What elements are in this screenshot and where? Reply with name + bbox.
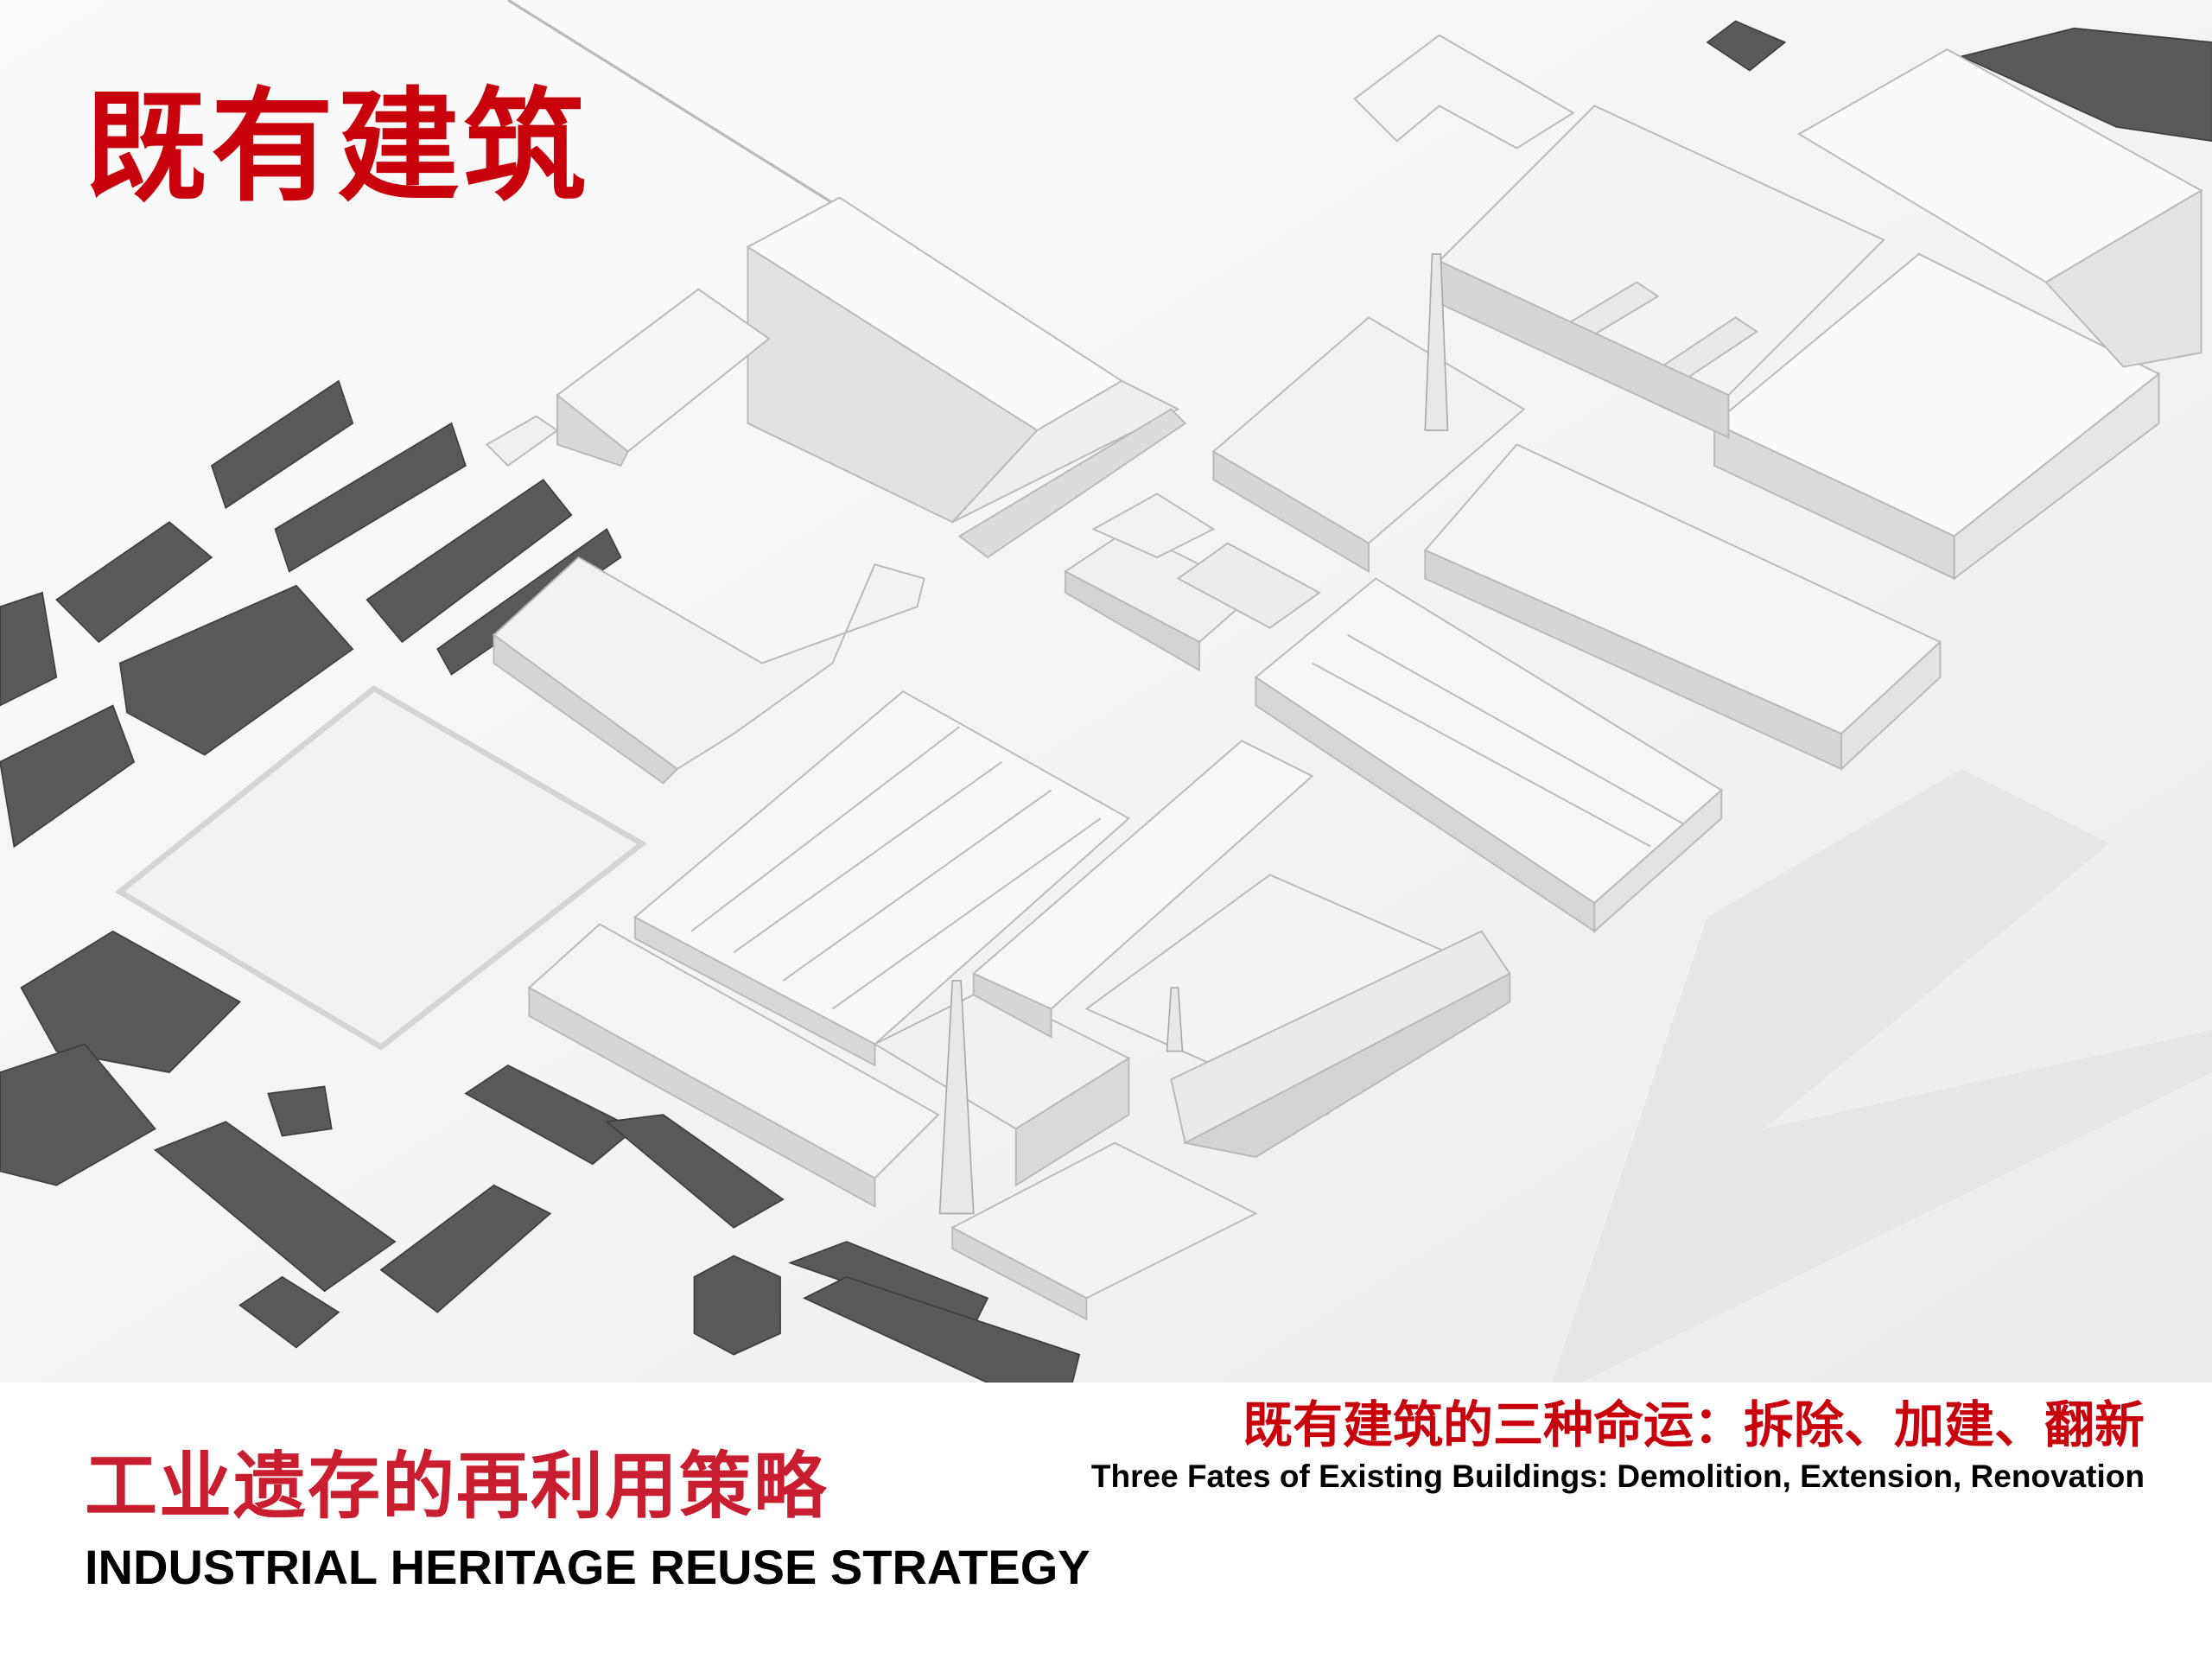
twin-halls-east	[1423, 443, 1942, 772]
workshop-block-north	[1437, 105, 1885, 439]
chimney	[938, 980, 975, 1215]
small-sheds-south	[950, 1141, 1258, 1321]
context-block	[693, 1255, 781, 1356]
warehouse-north	[746, 196, 1187, 559]
page-title: 既有建筑	[85, 76, 589, 219]
factory-buildings	[485, 34, 2203, 1321]
courtyard-building	[493, 556, 925, 785]
strategy-title-english: INDUSTRIAL HERITAGE REUSE STRATEGY	[85, 1540, 1090, 1594]
context-block	[20, 930, 241, 1073]
strategy-title-chinese: 工业遗存的再利用策略	[85, 1444, 829, 1529]
long-shed-west	[527, 923, 940, 1208]
chimney	[1424, 253, 1449, 431]
long-hall-center	[971, 740, 1314, 1039]
glass-roof-hall	[1254, 577, 1723, 933]
context-block	[1706, 20, 1787, 72]
hall-with-chimney	[873, 987, 1131, 1187]
context-buildings	[0, 20, 2212, 1382]
large-warehouse-northeast	[1797, 48, 2203, 368]
small-buildings-central	[1063, 493, 1321, 672]
context-block	[1959, 27, 2212, 143]
sawtooth-workshop	[633, 690, 1131, 1067]
site-boundary-line	[507, 0, 848, 213]
multistory-building	[485, 288, 771, 467]
context-block	[55, 521, 213, 644]
context-block	[605, 1114, 785, 1229]
context-block	[238, 1275, 340, 1349]
context-block	[379, 1184, 552, 1313]
axonometric-site-model	[0, 0, 2212, 1382]
workshop-cluster-south	[1084, 874, 1511, 1159]
river-channel	[1552, 768, 2212, 1382]
subtitle-english: Three Fates of Existing Buildings: Demol…	[1090, 1459, 2145, 1494]
plaza-square	[115, 684, 647, 1051]
context-block	[0, 591, 58, 707]
context-block	[154, 1121, 397, 1293]
chimney-workshop	[1211, 316, 1526, 574]
chimneys	[938, 253, 1449, 1215]
context-block	[0, 704, 136, 849]
context-block	[365, 479, 573, 644]
subtitle-chinese: 既有建筑的三种命运：拆除、加建、翻新	[1242, 1395, 2145, 1454]
context-block	[0, 1043, 156, 1186]
chimney	[1166, 987, 1184, 1052]
context-block	[274, 422, 467, 573]
large-warehouse-east	[1713, 252, 2161, 581]
context-block	[267, 1085, 333, 1137]
l-shaped-building-north	[1353, 34, 1575, 149]
context-block	[210, 379, 354, 510]
context-block	[802, 1275, 1081, 1382]
context-block	[118, 584, 354, 756]
